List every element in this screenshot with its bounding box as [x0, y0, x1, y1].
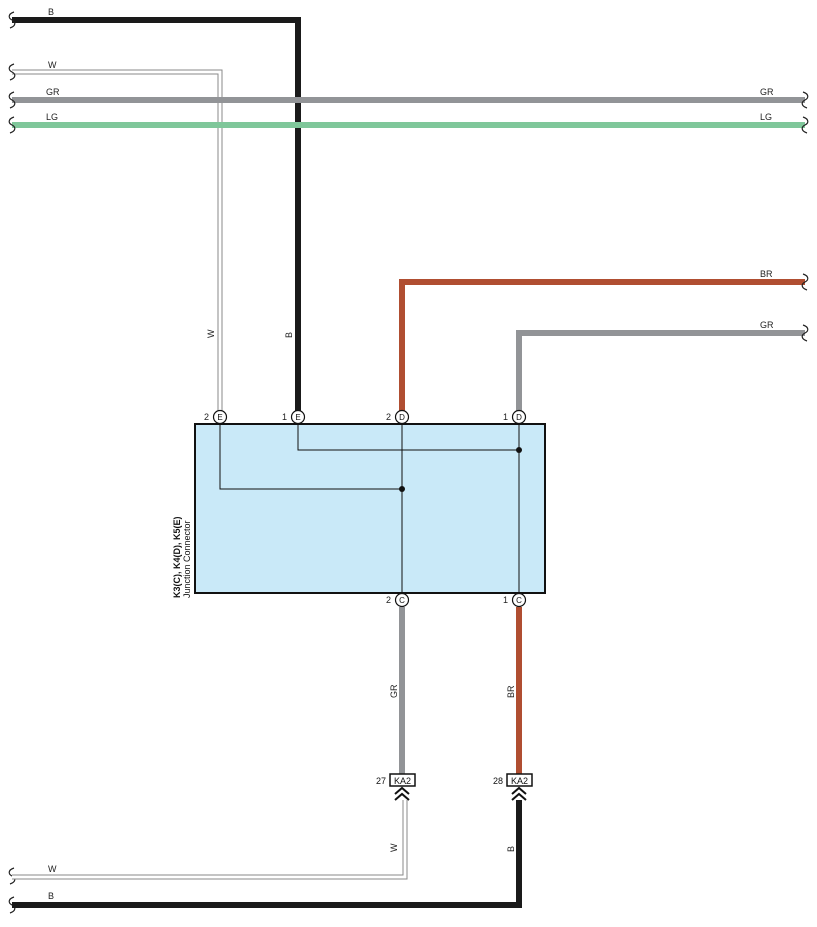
svg-text:KA2: KA2 [511, 776, 528, 786]
pin-c2: 2 C [386, 592, 410, 608]
svg-text:E: E [217, 413, 222, 422]
connector-description: Junction Connector [182, 520, 192, 598]
svg-text:2: 2 [386, 595, 391, 605]
label-w-vertical: W [206, 329, 216, 338]
pin-c1: 1 C [503, 592, 527, 608]
label-gr-vertical: GR [389, 684, 399, 698]
label-b-vertical: B [284, 332, 294, 338]
svg-text:C: C [516, 596, 522, 605]
svg-text:D: D [516, 413, 522, 422]
splice-dot-1 [399, 486, 405, 492]
wire-gr-top [516, 330, 805, 412]
pin-e2: 2 E [204, 409, 228, 425]
svg-text:1: 1 [503, 595, 508, 605]
svg-text:C: C [399, 596, 405, 605]
label-gr2-right: GR [760, 320, 774, 330]
svg-text:27: 27 [376, 776, 386, 786]
label-gr-right: GR [760, 87, 774, 97]
label-b-bottom-left: B [48, 891, 54, 901]
svg-text:2: 2 [386, 412, 391, 422]
wire-w-bottom [12, 800, 408, 880]
pin-d1: 1 D [503, 409, 527, 425]
svg-text:1: 1 [503, 412, 508, 422]
pin-e1: 1 E [282, 409, 306, 425]
connector-ka2-27: 27 KA2 [376, 773, 416, 801]
wire-b-bottom [12, 800, 522, 908]
wire-br-top [399, 279, 805, 412]
pin-d2: 2 D [386, 409, 410, 425]
label-br-vertical: BR [506, 685, 516, 698]
wire-w-top [12, 69, 223, 412]
label-w-bottom-vertical: W [389, 843, 399, 852]
label-gr-left: GR [46, 87, 60, 97]
label-w-bottom-left: W [48, 864, 57, 874]
wire-b-top [12, 17, 301, 412]
svg-text:1: 1 [282, 412, 287, 422]
label-lg-left: LG [46, 112, 58, 122]
junction-connector-box [194, 423, 546, 594]
svg-text:28: 28 [493, 776, 503, 786]
svg-text:KA2: KA2 [394, 776, 411, 786]
svg-text:E: E [295, 413, 300, 422]
connector-ka2-28: 28 KA2 [493, 773, 533, 801]
svg-text:2: 2 [204, 412, 209, 422]
label-br-right: BR [760, 269, 773, 279]
splice-dot-2 [516, 447, 522, 453]
break-symbols-left [8, 11, 16, 914]
svg-text:D: D [399, 413, 405, 422]
label-lg-right: LG [760, 112, 772, 122]
connector-name: K3(C), K4(D), K5(E) [172, 516, 182, 598]
internal-wiring [219, 424, 520, 593]
break-symbols-right [801, 91, 809, 342]
label-w-top: W [48, 60, 57, 70]
label-b-bottom-vertical: B [506, 846, 516, 852]
label-b-top: B [48, 7, 54, 17]
